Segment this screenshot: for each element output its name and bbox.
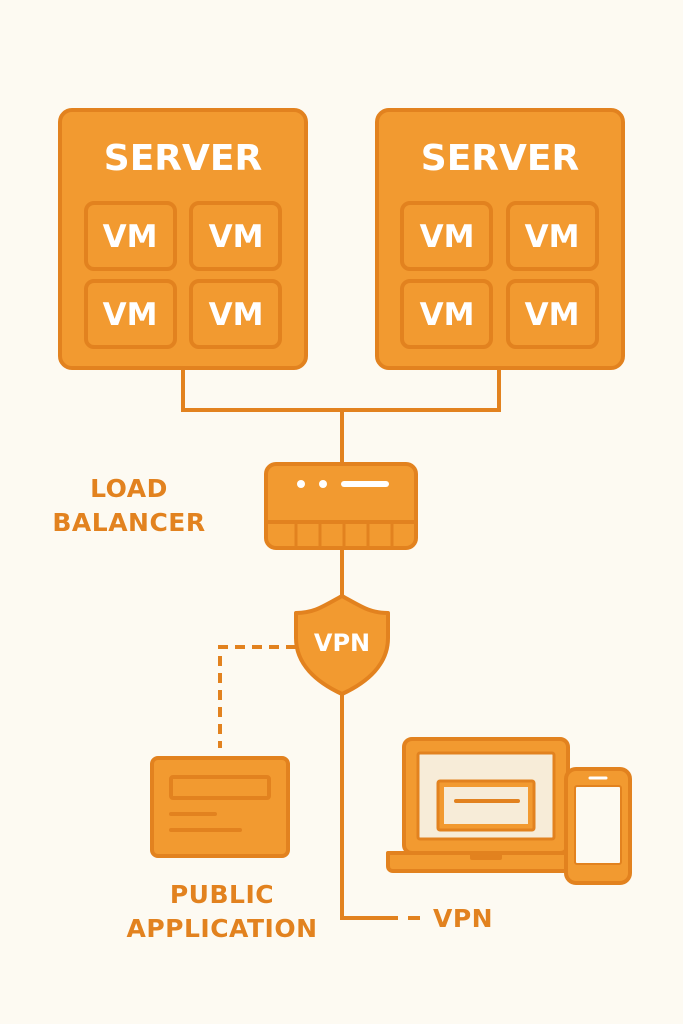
vm-label: VM	[103, 219, 158, 255]
server-title: SERVER	[421, 138, 579, 179]
public-app-window-icon	[150, 756, 290, 858]
load-balancer-label-line2: BALANCER	[52, 508, 206, 537]
public-application-label: PUBLIC APPLICATION	[112, 878, 332, 946]
server-box-2: SERVER VM VM VM VM	[375, 108, 625, 370]
vm-icon	[506, 201, 599, 271]
vpn-shield-label: VPN	[314, 629, 370, 657]
vm-label: VM	[103, 297, 158, 333]
vm-icon	[400, 201, 493, 271]
laptop-icon	[386, 737, 586, 873]
vm-label: VM	[525, 297, 580, 333]
load-balancer-label-line1: LOAD	[90, 474, 168, 503]
vm-icon	[400, 279, 493, 349]
vm-label: VM	[420, 219, 475, 255]
vm-label: VM	[209, 297, 264, 333]
server-title: SERVER	[104, 138, 262, 179]
load-balancer-icon	[264, 462, 418, 550]
vm-icon	[84, 279, 177, 349]
connectors	[181, 368, 501, 920]
client-vpn-label: VPN	[433, 904, 494, 933]
server-to-lb-connector	[181, 368, 501, 464]
vm-label: VM	[209, 219, 264, 255]
vpn-to-client-connector	[340, 692, 398, 920]
vm-icon	[189, 279, 282, 349]
vm-icon	[84, 201, 177, 271]
vm-icon	[189, 201, 282, 271]
server-box-1: SERVER VM VM VM VM	[58, 108, 308, 370]
load-balancer-label: LOAD BALANCER	[0, 472, 258, 540]
vm-label: VM	[420, 297, 475, 333]
vm-icon	[506, 279, 599, 349]
public-application-label-line1: PUBLIC	[169, 880, 275, 909]
vm-label: VM	[525, 219, 580, 255]
vpn-to-public-app-dashed-connector	[218, 645, 296, 748]
public-application-label-line2: APPLICATION	[126, 914, 318, 943]
vpn-shield-icon: VPN	[294, 594, 390, 696]
phone-icon	[564, 767, 632, 885]
